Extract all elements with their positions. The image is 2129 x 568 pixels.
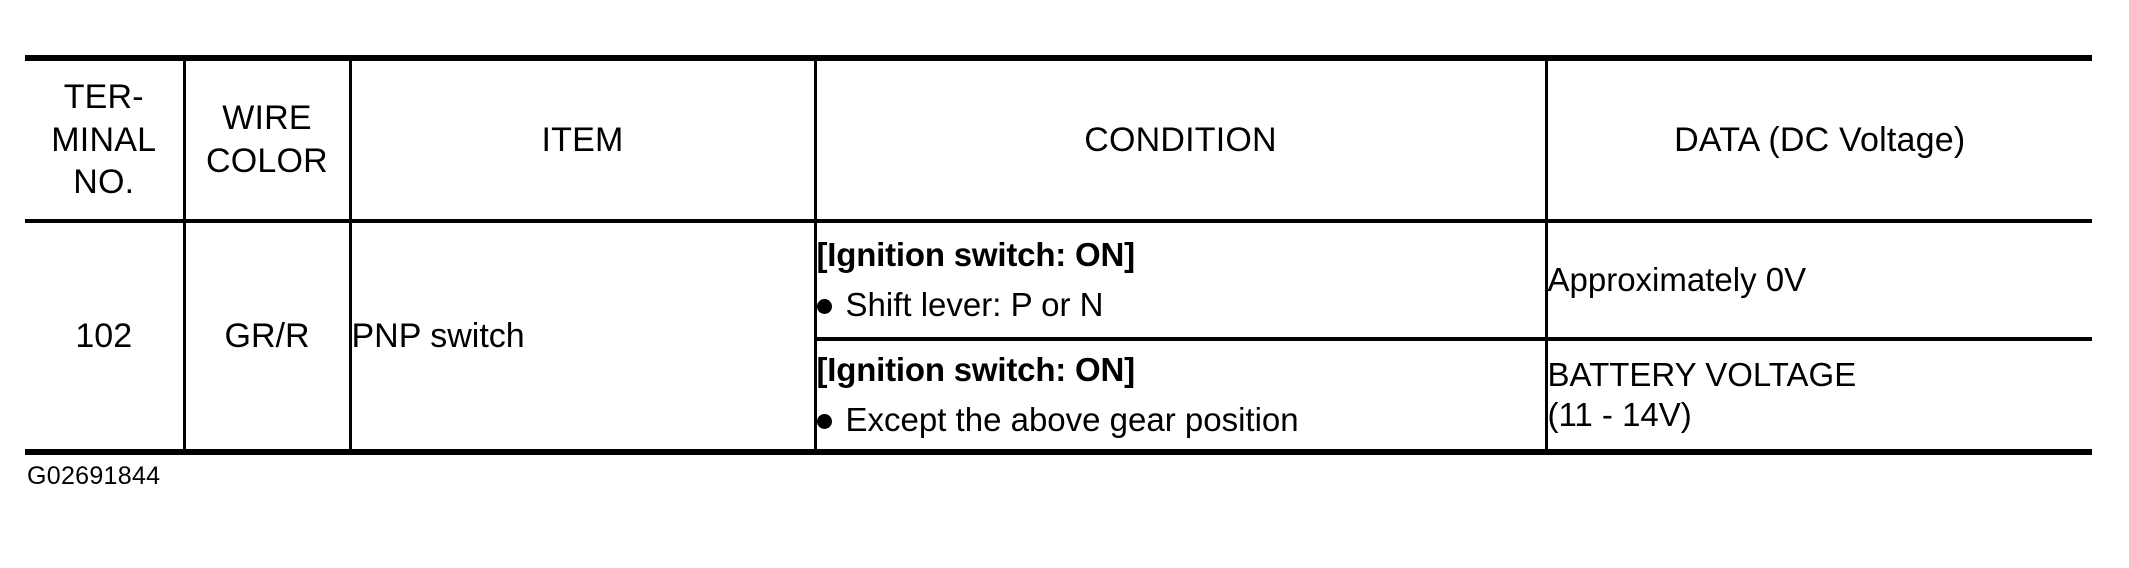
figure-id-label: G02691844 xyxy=(27,462,161,490)
table-row: 102 GR/R PNP switch [Ignition switch: ON… xyxy=(25,221,2092,455)
data-1-line1: Approximately 0V xyxy=(1547,260,1807,298)
cell-wire-color: GR/R xyxy=(182,221,350,455)
terminal-data-table: TER- MINAL NO. WIRE COLOR ITEM xyxy=(25,55,2092,455)
column-header-terminal-no-line1: TER- xyxy=(63,77,144,116)
condition-1-bullet-text: Shift lever: P or N xyxy=(845,285,1104,323)
column-header-terminal-no-line3: NO. xyxy=(73,163,135,202)
cell-condition-1: [Ignition switch: ON] Shift lever: P or … xyxy=(813,221,1546,341)
cell-data-1: Approximately 0V xyxy=(1544,221,2092,341)
data-2-line2: (11 - 14V) xyxy=(1547,396,1692,433)
column-header-condition: CONDITION xyxy=(813,55,1546,223)
table-header-row: TER- MINAL NO. WIRE COLOR ITEM xyxy=(25,55,2092,223)
bullet-icon xyxy=(816,413,832,429)
condition-1-bullet-line: Shift lever: P or N xyxy=(816,285,1545,325)
table-row: [Ignition switch: ON] Except the above g… xyxy=(25,339,2092,455)
cell-condition-2: [Ignition switch: ON] Except the above g… xyxy=(813,339,1546,455)
column-header-data-label: DATA (DC Voltage) xyxy=(1674,120,1966,159)
condition-1-heading: [Ignition switch: ON] xyxy=(816,235,1136,273)
column-header-item: ITEM xyxy=(348,55,815,223)
cell-item: PNP switch xyxy=(348,221,815,455)
column-header-wire-color-line1: WIRE xyxy=(222,99,312,138)
column-header-item-label: ITEM xyxy=(541,120,624,159)
bullet-icon xyxy=(816,298,832,314)
cell-terminal-no: 102 xyxy=(25,221,184,455)
column-header-condition-label: CONDITION xyxy=(1084,120,1277,159)
condition-2-bullet-text: Except the above gear position xyxy=(845,400,1299,438)
cell-data-2: BATTERY VOLTAGE (11 - 14V) xyxy=(1544,339,2092,455)
column-header-wire-color-line2: COLOR xyxy=(206,142,328,180)
column-header-data: DATA (DC Voltage) xyxy=(1544,55,2092,223)
column-header-terminal-no-line2: MINAL xyxy=(51,120,157,159)
condition-2-bullet-line: Except the above gear position xyxy=(816,400,1545,440)
column-header-wire-color: WIRE COLOR xyxy=(182,55,350,223)
data-2-line1: BATTERY VOLTAGE xyxy=(1547,355,1857,393)
condition-2-heading: [Ignition switch: ON] xyxy=(816,350,1136,388)
column-header-terminal-no: TER- MINAL NO. xyxy=(25,55,184,223)
